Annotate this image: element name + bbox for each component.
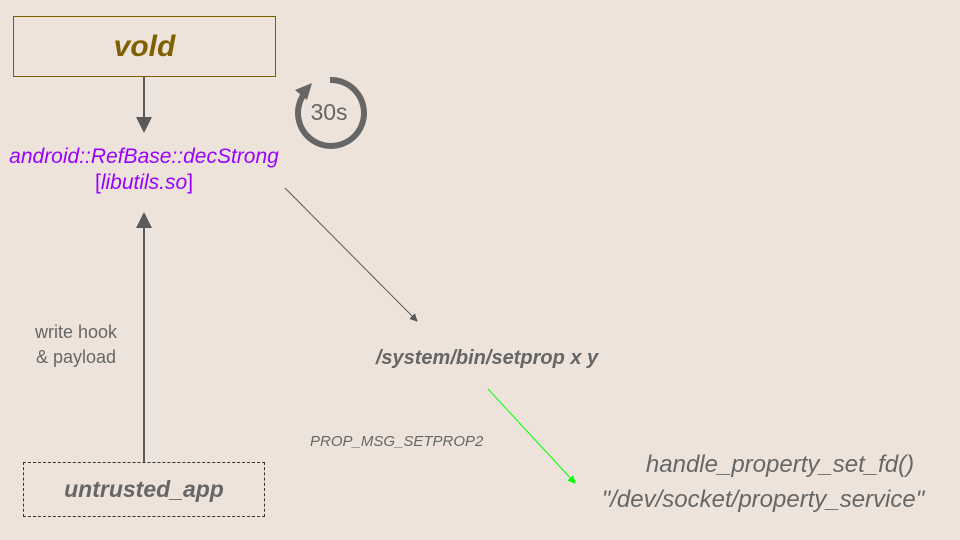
vold-box: vold bbox=[13, 16, 276, 77]
setprop-to-socket-arrow bbox=[487, 388, 576, 484]
payload-label: & payload bbox=[35, 347, 117, 367]
handler-label: handle_property_set_fd() bbox=[645, 451, 915, 478]
write-hook-label: write hook bbox=[34, 322, 118, 342]
vold-label: vold bbox=[113, 29, 176, 63]
untrusted-app-label: untrusted_app bbox=[64, 476, 224, 502]
library-label: [libutils.so] bbox=[0, 171, 294, 195]
untrusted-app-box: untrusted_app bbox=[23, 462, 265, 517]
prop-msg-label: PROP_MSG_SETPROP2 bbox=[310, 433, 484, 450]
timer-label: 30s bbox=[310, 99, 348, 125]
function-label: android::RefBase::decStrong bbox=[9, 145, 279, 168]
timer-icon bbox=[295, 76, 367, 149]
socket-label: "/dev/socket/property_service" bbox=[601, 486, 925, 513]
setprop-command: /system/bin/setprop x y bbox=[375, 347, 599, 369]
library-name: libutils.so bbox=[100, 171, 188, 194]
function-to-setprop-arrow bbox=[284, 187, 418, 322]
bracket-close: ] bbox=[187, 171, 194, 194]
bracket-open: [ bbox=[94, 171, 101, 194]
